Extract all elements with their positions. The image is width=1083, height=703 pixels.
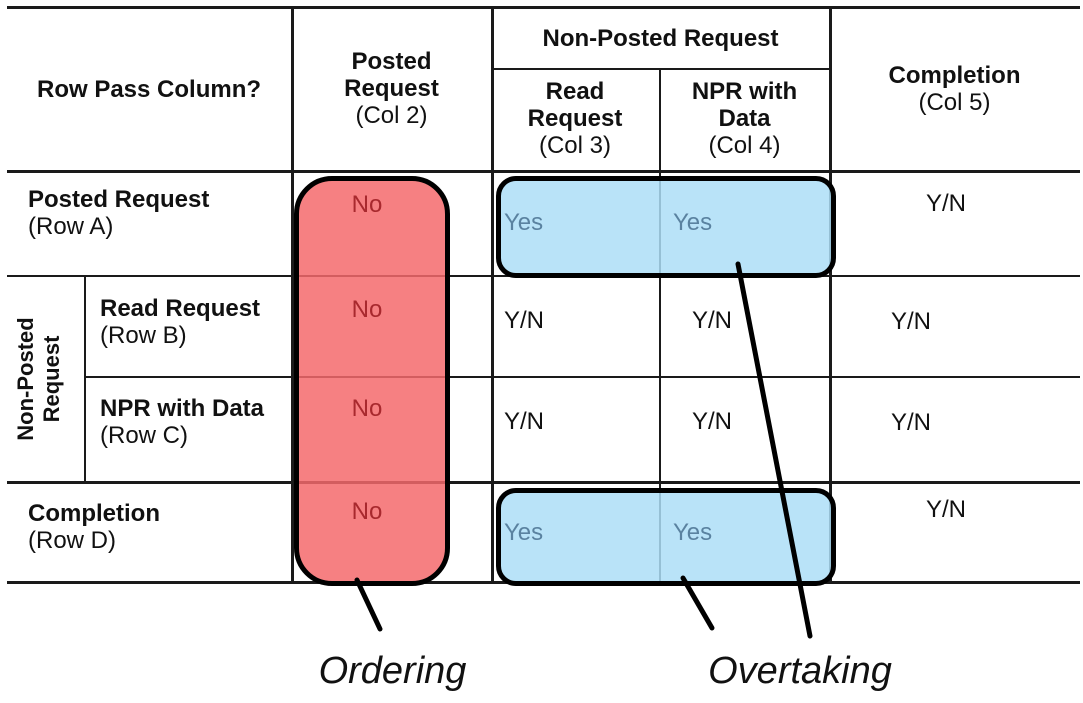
col-3-4-divider (659, 68, 661, 584)
row-group-label-non-posted: Non-Posted Request (13, 317, 64, 441)
ordering-label: Ordering (318, 650, 467, 692)
cell-row-b-col5: Y/N (891, 308, 932, 335)
cell-row-a-col3: Yes (504, 209, 544, 236)
cell-row-c-col4: Y/N (692, 408, 733, 435)
row-c-id: (Row C) (100, 422, 188, 449)
cell-row-c-col2: No (351, 395, 383, 422)
cell-row-a-col5: Y/N (926, 190, 967, 217)
ordering-pointer-line (354, 577, 383, 632)
ordering-highlight-box (294, 176, 450, 586)
col-header-read-id: (Col 3) (538, 132, 611, 159)
col-header-posted-id: (Col 2) (355, 102, 428, 129)
col-header-posted-request: Posted Request (Col 2) (292, 48, 491, 129)
row-b-c-divider (84, 376, 1080, 378)
row-d-name: Completion (28, 500, 160, 527)
col-2-3-divider (491, 6, 494, 584)
cell-row-d-col5: Y/N (926, 496, 967, 523)
col-1-2-divider (291, 6, 294, 584)
corner-header: Row Pass Column? (36, 76, 262, 103)
col-header-completion: Completion (Col 5) (829, 62, 1080, 116)
cell-row-c-col3: Y/N (504, 408, 545, 435)
cell-row-a-col2: No (351, 191, 383, 218)
row-label-completion: Completion (Row D) (28, 500, 160, 554)
cell-row-b-col2: No (351, 296, 383, 323)
cell-row-c-col5: Y/N (891, 409, 932, 436)
row-group-divider (84, 275, 86, 483)
cell-row-d-col4: Yes (673, 519, 713, 546)
overtaking-highlight-box-row-a (496, 176, 836, 278)
row-c-bottom-border (7, 481, 1080, 484)
col-header-npr-with-data: NPR with Data (Col 4) (659, 78, 830, 159)
overtaking-label: Overtaking (708, 650, 892, 692)
non-posted-header-divider (492, 68, 830, 70)
row-label-read-request: Read Request (Row B) (100, 295, 260, 349)
cell-row-d-col2: No (351, 498, 383, 525)
col-header-read-request: Read Request (Col 3) (491, 78, 659, 159)
row-d-id: (Row D) (28, 527, 116, 554)
row-a-id: (Row A) (28, 213, 114, 240)
row-a-name: Posted Request (28, 186, 210, 213)
header-bottom-border (7, 170, 1080, 173)
row-b-id: (Row B) (100, 322, 187, 349)
cell-row-b-col4: Y/N (692, 307, 733, 334)
row-label-npr-with-data: NPR with Data (Row C) (100, 395, 264, 449)
col-header-non-posted-group: Non-Posted Request (542, 25, 779, 52)
col-header-read-title: Read Request (527, 78, 623, 132)
table-top-border (7, 6, 1080, 9)
col-header-npr-title: NPR with Data (691, 78, 798, 132)
row-b-name: Read Request (100, 295, 261, 322)
cell-row-a-col4: Yes (673, 209, 713, 236)
row-c-name: NPR with Data (100, 395, 265, 422)
col-header-completion-id: (Col 5) (918, 89, 991, 116)
cell-row-b-col3: Y/N (504, 307, 545, 334)
overtaking-highlight-box-row-d (496, 488, 836, 586)
col-4-5-divider (829, 6, 832, 584)
col-header-completion-title: Completion (888, 62, 1021, 89)
col-header-npr-id: (Col 4) (708, 132, 781, 159)
col-header-posted-title: Posted Request (344, 48, 439, 102)
row-label-posted-request: Posted Request (Row A) (28, 186, 209, 240)
cell-row-d-col3: Yes (504, 519, 544, 546)
